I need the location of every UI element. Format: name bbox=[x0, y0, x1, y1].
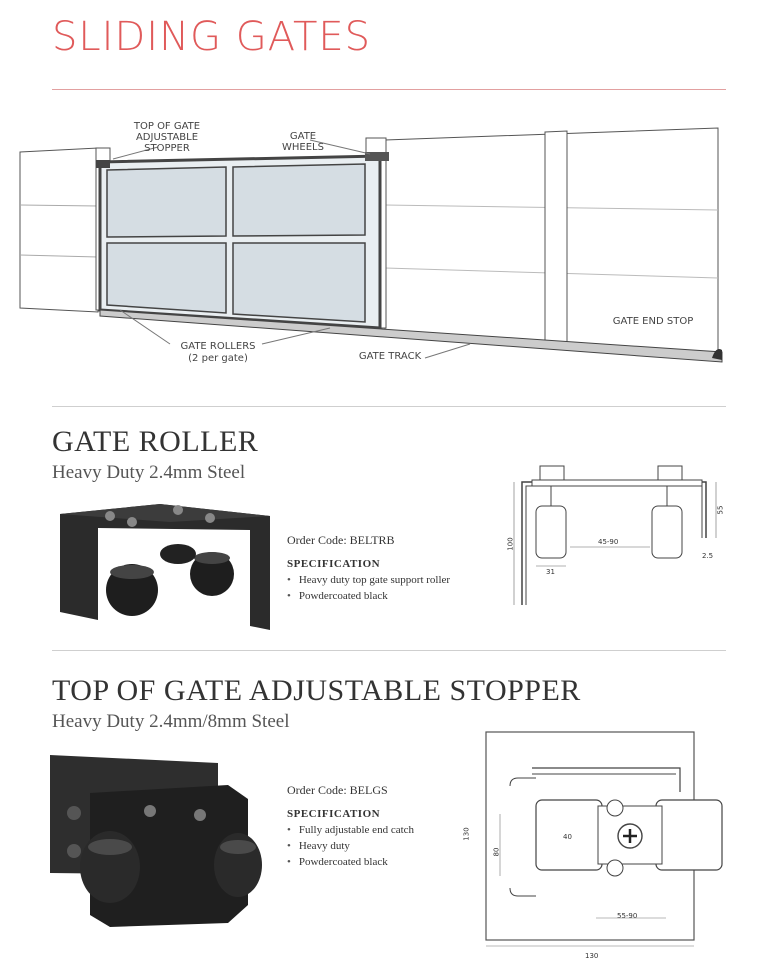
gate-roller-order-code: Order Code: BELTRB bbox=[287, 533, 395, 547]
spec-item: Powdercoated black bbox=[287, 854, 414, 870]
spec-item: Heavy duty bbox=[287, 838, 414, 854]
stopper-drawing bbox=[485, 731, 723, 947]
stopper-dim-spacing: 55-90 bbox=[617, 912, 638, 920]
section-divider-2 bbox=[52, 650, 726, 651]
stopper-dim-width: 130 bbox=[585, 952, 599, 960]
stopper-subtitle: Heavy Duty 2.4mm/8mm Steel bbox=[52, 711, 290, 732]
roller-dim-small: 2.5 bbox=[702, 552, 714, 560]
roller-dim-right: 55 bbox=[716, 505, 725, 515]
callout-gate-rollers: GATE ROLLERS bbox=[180, 341, 256, 352]
gate-roller-spec-list: Heavy duty top gate support roller Powde… bbox=[287, 572, 450, 604]
stopper-dim-roller: 40 bbox=[563, 833, 572, 841]
stopper-order-code: Order Code: BELGS bbox=[287, 783, 388, 797]
callout-top-stopper: TOP OF GATE ADJUSTABLE STOPPER bbox=[133, 121, 201, 154]
gate-illustration bbox=[19, 127, 723, 363]
stopper-dim-inner: 80 bbox=[492, 847, 501, 857]
gate-roller-drawing bbox=[513, 465, 717, 605]
stopper-dim-height: 130 bbox=[462, 827, 471, 841]
callout-gate-wheels: GATE WHEELS bbox=[282, 131, 324, 153]
roller-dim-spacing: 45-90 bbox=[598, 538, 619, 546]
gate-roller-spec-heading: SPECIFICATION bbox=[287, 558, 381, 570]
spec-item: Heavy duty top gate support roller bbox=[287, 572, 450, 588]
stopper-spec-list: Fully adjustable end catch Heavy duty Po… bbox=[287, 822, 414, 870]
spec-item: Fully adjustable end catch bbox=[287, 822, 414, 838]
roller-dim-height: 100 bbox=[506, 537, 515, 551]
stopper-title: TOP OF GATE ADJUSTABLE STOPPER bbox=[52, 674, 581, 707]
callout-gate-rollers-note: (2 per gate) bbox=[188, 353, 248, 364]
callout-gate-track: GATE TRACK bbox=[358, 351, 422, 362]
title-divider bbox=[52, 89, 726, 90]
spec-item: Powdercoated black bbox=[287, 588, 450, 604]
gate-roller-subtitle: Heavy Duty 2.4mm Steel bbox=[52, 462, 246, 483]
roller-dim-roller: 31 bbox=[546, 568, 555, 576]
section-divider-1 bbox=[52, 406, 726, 407]
page-title: SLIDING GATES bbox=[52, 14, 372, 60]
gate-roller-title: GATE ROLLER bbox=[52, 425, 259, 458]
stopper-photo bbox=[50, 755, 262, 927]
gate-roller-photo bbox=[60, 504, 270, 630]
stopper-spec-heading: SPECIFICATION bbox=[287, 808, 381, 820]
callout-gate-end-stop: GATE END STOP bbox=[612, 316, 694, 327]
